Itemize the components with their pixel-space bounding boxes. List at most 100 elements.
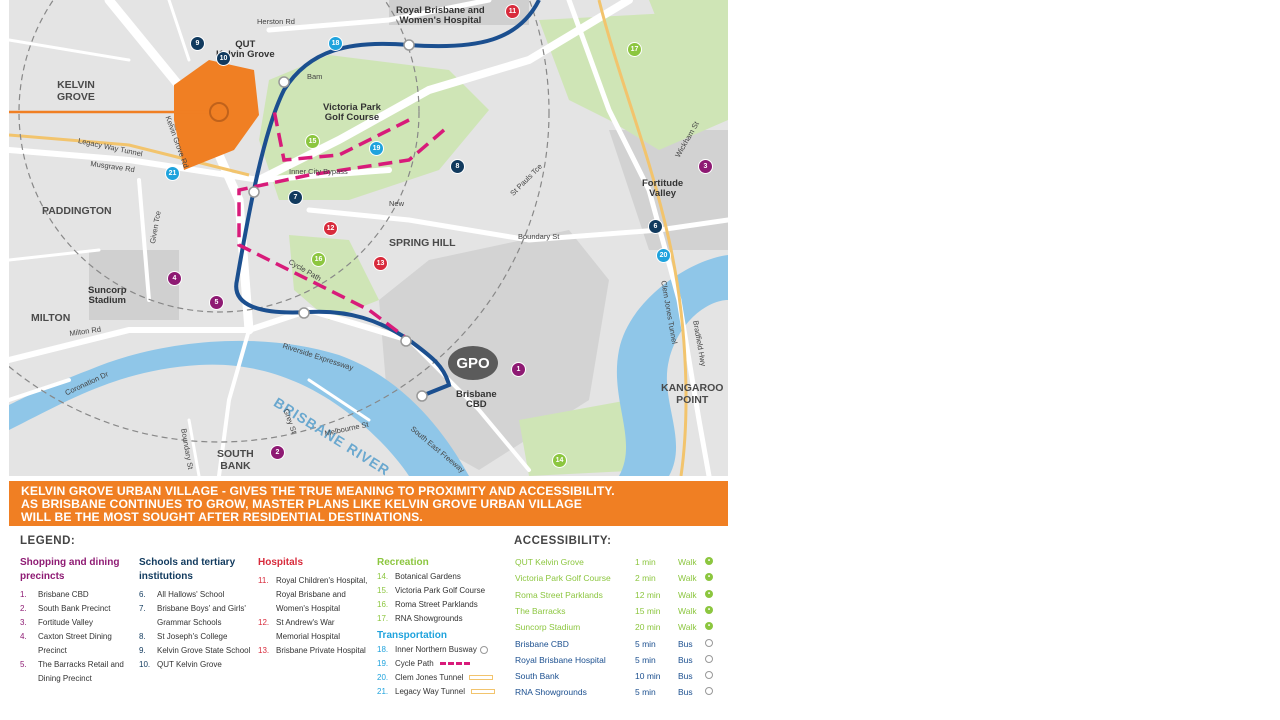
kelvin-grove-site <box>174 60 259 170</box>
legend-num: 21. <box>377 687 389 696</box>
legacy-way-tunnel-line <box>9 133 250 177</box>
legend-num: 10. <box>139 660 151 669</box>
legend-item: Caxton Street Dining <box>38 632 112 641</box>
acc-time: 5 min <box>635 654 656 665</box>
brisbane-river-east <box>616 255 728 476</box>
botanical-gardens-area <box>519 400 649 476</box>
marker-9[interactable]: 9 <box>190 36 205 51</box>
acc-mode: Bus <box>678 654 693 665</box>
marker-12[interactable]: 12 <box>323 221 338 236</box>
marker-11[interactable]: 11 <box>505 4 520 19</box>
marker-21[interactable]: 21 <box>165 166 180 181</box>
street-new: New <box>389 199 405 208</box>
legend-item: St Joseph's College <box>157 632 228 641</box>
legend-item: Roma Street Parklands <box>395 600 478 609</box>
bus-icon <box>705 638 713 647</box>
brisbane-river <box>9 340 469 476</box>
acc-mode: Walk <box>678 605 697 616</box>
legend-item: St Andrew's War <box>276 618 335 627</box>
marker-7[interactable]: 7 <box>288 190 303 205</box>
legend-num: 11. <box>258 576 269 585</box>
marker-5[interactable]: 5 <box>209 295 224 310</box>
legend-num: 5. <box>20 660 27 669</box>
acc-mode: Walk <box>678 589 697 600</box>
legend-hospitals: Hospitals 11. Royal Children's Hospital, R… <box>258 556 373 658</box>
acc-place: Roma Street Parklands <box>515 589 603 600</box>
cycle-path-line <box>237 109 446 342</box>
radius-circle-small <box>18 0 420 313</box>
legend-item: All Hallows' School <box>157 590 225 599</box>
marker-20[interactable]: 20 <box>656 248 671 263</box>
acc-mode: Bus <box>678 671 693 682</box>
marker-14[interactable]: 14 <box>552 453 567 468</box>
street-inner-city-bypass: Inner City Bypass <box>289 167 348 176</box>
legend-num: 14. <box>377 572 389 581</box>
marker-3[interactable]: 3 <box>698 159 713 174</box>
acc-place: Royal Brisbane Hospital <box>515 654 606 665</box>
marker-17[interactable]: 17 <box>627 42 642 57</box>
acc-time: 12 min <box>635 589 661 600</box>
legend-hospitals-title: Hospitals <box>258 557 304 568</box>
acc-mode: Walk <box>678 557 697 567</box>
legend-num: 2. <box>20 604 27 613</box>
marker-6[interactable]: 6 <box>648 219 663 234</box>
acc-place: QUT Kelvin Grove <box>515 557 584 567</box>
legend-num: 12. <box>258 618 270 627</box>
legend-recreation: Recreation 14.Botanical Gardens 15.Victo… <box>377 556 497 699</box>
legend-item-cont: Grammar Schools <box>157 618 222 627</box>
acc-time: 15 min <box>635 605 661 616</box>
legend-item-cont: Precinct <box>38 646 67 655</box>
legend-item: Inner Northern Busway <box>395 645 477 654</box>
acc-mode: Walk <box>678 622 697 633</box>
marker-2[interactable]: 2 <box>270 445 285 460</box>
marker-16[interactable]: 16 <box>311 252 326 267</box>
legend-item: Botanical Gardens <box>395 572 461 581</box>
legend-item: Brisbane Boys' and Girls' <box>157 604 246 613</box>
walk-icon: • <box>705 589 713 598</box>
bus-icon <box>705 671 713 680</box>
legend-item: RNA Showgrounds <box>395 614 463 623</box>
marker-19[interactable]: 19 <box>369 141 384 156</box>
walk-icon: • <box>705 622 713 631</box>
accessibility-row: Roma Street Parklands 12 min Walk • <box>515 589 725 606</box>
legend-item: Fortitude Valley <box>38 618 93 627</box>
walk-icon: • <box>705 573 713 582</box>
legend-item: The Barracks Retail and <box>38 660 124 669</box>
legend-item: Brisbane CBD <box>38 590 89 599</box>
legend-num: 13. <box>258 646 270 655</box>
marker-10[interactable]: 10 <box>216 51 231 66</box>
legend-item: Victoria Park Golf Course <box>395 586 486 595</box>
legend-item-cont: Royal Brisbane and <box>276 590 346 599</box>
map-base <box>9 0 728 476</box>
legend-item: QUT Kelvin Grove <box>157 660 222 669</box>
bus-icon <box>705 687 713 696</box>
legend-item: Royal Children's Hospital, <box>276 576 368 585</box>
acc-place: Victoria Park Golf Course <box>515 573 611 584</box>
accessibility-title: ACCESSIBILITY: <box>514 535 612 547</box>
marker-18[interactable]: 18 <box>328 36 343 51</box>
acc-time: 1 min <box>635 557 656 567</box>
banner-line-2: AS BRISBANE CONTINUES TO GROW, MASTER PL… <box>21 497 582 511</box>
clem-jones-tunnel-line <box>597 0 688 476</box>
marker-15[interactable]: 15 <box>305 134 320 149</box>
marker-13[interactable]: 13 <box>373 256 388 271</box>
marker-8[interactable]: 8 <box>450 159 465 174</box>
label-spring-hill: SPRING HILL <box>389 237 456 249</box>
accessibility-row: Royal Brisbane Hospital 5 min Bus <box>515 654 725 671</box>
marker-4[interactable]: 4 <box>167 271 182 286</box>
banner-line-3: WILL BE THE MOST SOUGHT AFTER RESIDENTIA… <box>21 510 423 524</box>
marker-1[interactable]: 1 <box>511 362 526 377</box>
bus-icon <box>705 654 713 663</box>
legend-num: 7. <box>139 604 146 613</box>
acc-time: 5 min <box>635 687 656 698</box>
legend-transport-title: Transportation <box>377 630 448 641</box>
